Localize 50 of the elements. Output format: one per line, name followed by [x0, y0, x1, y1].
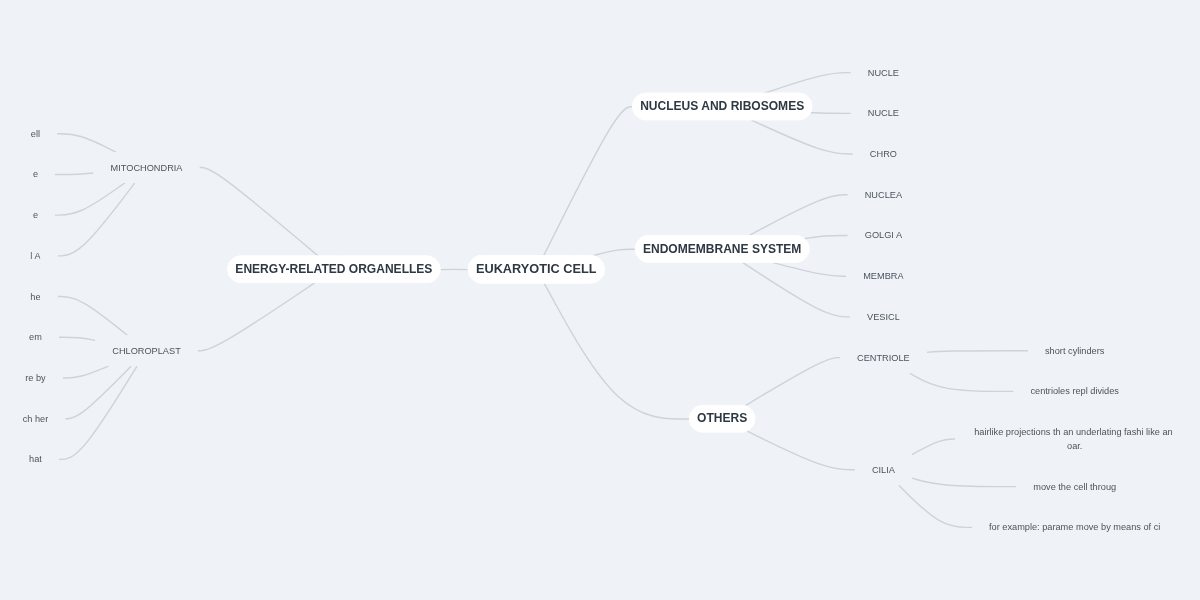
connector: [56, 182, 136, 257]
node-text: CHLOROPLAST: [112, 345, 181, 356]
connector: [743, 356, 841, 407]
node-text: ch her: [22, 413, 49, 424]
node-text: NUCLE: [867, 67, 899, 78]
connector: [58, 336, 96, 342]
connector: [58, 365, 138, 461]
node-text: ell: [30, 128, 41, 139]
node-text: CENTRIOLE: [857, 352, 910, 363]
node-text: hat: [29, 453, 42, 465]
node-text: MEMBRA: [863, 270, 904, 282]
node-text: move the cell throug: [1033, 481, 1117, 492]
connector: [198, 166, 320, 258]
node-text: GOLGI A: [864, 230, 903, 241]
node-text: CHRO: [869, 148, 897, 160]
connector: [746, 430, 856, 471]
node-text: CILIA: [871, 464, 895, 475]
node-text: centrioles repl divides: [1030, 385, 1119, 397]
node-text: short cylinders: [1045, 345, 1105, 356]
connector: [54, 172, 95, 176]
node-text: for example: parame move by means of ci: [989, 521, 1161, 533]
connector: [439, 268, 470, 271]
node-text: MITOCHONDRIA: [110, 162, 183, 173]
connector: [750, 119, 854, 155]
node-text: NUCLE: [867, 107, 899, 119]
node-text: e: [32, 168, 39, 180]
connector: [911, 477, 1017, 488]
connector: [64, 365, 132, 420]
connector: [898, 484, 973, 529]
connector: [56, 133, 117, 153]
connector: [911, 438, 956, 456]
node-text: hairlike projections th an underlating fashi like an oar.: [974, 426, 1173, 452]
connector: [803, 234, 849, 240]
node-text: re by: [25, 372, 46, 384]
connector: [542, 106, 634, 257]
connector: [543, 282, 691, 420]
connector: [926, 350, 1029, 354]
connector: [56, 295, 129, 336]
connector: [908, 372, 1015, 393]
node-text: e: [32, 209, 39, 221]
connector: [54, 182, 126, 216]
node-text: he: [30, 291, 41, 302]
connector: [742, 261, 851, 318]
connector: [61, 365, 110, 379]
node-text: em: [29, 331, 42, 343]
node-text: l A: [30, 250, 41, 261]
node-text: VESICL: [867, 311, 900, 323]
connector: [197, 282, 316, 352]
node-text: NUCLEA: [864, 189, 903, 200]
connector: [810, 111, 852, 115]
